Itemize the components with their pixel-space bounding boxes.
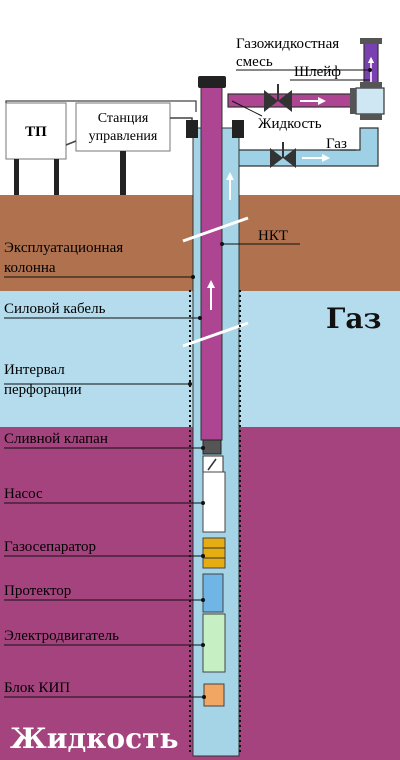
label-liquid-pipe: Жидкость bbox=[258, 116, 322, 132]
leader-dot-motor bbox=[201, 643, 205, 647]
label-perforation-2: перфорации bbox=[4, 382, 82, 398]
label-gas-zone: Газ bbox=[326, 302, 381, 335]
control-station-label-1: Станция bbox=[98, 111, 149, 126]
tp-to-station-cable bbox=[65, 140, 77, 146]
label-perforation-1: Интервал bbox=[4, 362, 65, 378]
label-motor: Электродвигатель bbox=[4, 628, 119, 644]
control-station-box bbox=[75, 102, 171, 152]
label-protector: Протектор bbox=[4, 583, 71, 599]
liquid-valve bbox=[264, 84, 292, 112]
tee-flange-left bbox=[350, 88, 356, 114]
top-power-line bbox=[5, 100, 197, 112]
control-station-label-2: управления bbox=[89, 129, 158, 144]
gas-valve bbox=[270, 142, 296, 168]
leader-dot-cable bbox=[198, 316, 202, 320]
tee-flange-bottom bbox=[360, 114, 382, 120]
kip-block-body bbox=[203, 683, 225, 707]
label-gas-pipe: Газ bbox=[326, 136, 347, 152]
tee-block bbox=[355, 87, 385, 115]
shleif-flange-top bbox=[360, 38, 382, 44]
label-casing-2: колонна bbox=[4, 260, 56, 276]
label-mixture-1: Газожидкостная bbox=[236, 36, 339, 52]
leader-liquid bbox=[231, 100, 263, 117]
tp-support-right bbox=[54, 159, 59, 195]
casing-head-right bbox=[232, 120, 244, 138]
label-kip: Блок КИП bbox=[4, 680, 70, 696]
label-cable: Силовой кабель bbox=[4, 301, 106, 317]
leader-dot-pump bbox=[201, 501, 205, 505]
label-nkt: НКТ bbox=[258, 228, 288, 244]
motor-body bbox=[202, 613, 226, 673]
leader-dot-casing bbox=[191, 275, 195, 279]
control-station-support bbox=[120, 151, 126, 195]
tp-support-left bbox=[14, 159, 19, 195]
label-casing-1: Эксплуатационная bbox=[4, 240, 123, 256]
check-valve-mark bbox=[207, 458, 217, 471]
break-mark-upper bbox=[182, 216, 249, 243]
pump-body bbox=[202, 471, 226, 533]
tee-flange-top bbox=[360, 82, 382, 88]
leader-dot-mixture bbox=[368, 68, 372, 72]
leader-dot-perforation bbox=[188, 382, 192, 386]
label-gas-separator: Газосепаратор bbox=[4, 539, 96, 555]
label-pump: Насос bbox=[4, 486, 43, 502]
break-mark-lower bbox=[182, 321, 249, 348]
leader-dot-kip bbox=[202, 695, 206, 699]
liquid-pipe bbox=[227, 93, 359, 108]
casing-head-left bbox=[186, 120, 198, 138]
tubing bbox=[200, 83, 223, 441]
gas-separator-body bbox=[202, 537, 226, 569]
tp-label: ТП bbox=[25, 124, 47, 140]
leader-dot-protector bbox=[201, 598, 205, 602]
leader-dot-nkt bbox=[220, 242, 224, 246]
label-shleif: Шлейф bbox=[294, 64, 341, 80]
protector-body bbox=[202, 573, 224, 613]
label-liquid-zone: Жидкость bbox=[10, 722, 178, 755]
label-drain-valve: Сливной клапан bbox=[4, 431, 108, 447]
label-mixture-2: смесь bbox=[236, 54, 273, 70]
tp-box bbox=[5, 102, 67, 160]
drain-valve bbox=[202, 439, 222, 455]
tubing-cap bbox=[198, 76, 226, 88]
leader-dot-drain-valve bbox=[201, 446, 205, 450]
leader-dot-gas-separator bbox=[201, 554, 205, 558]
